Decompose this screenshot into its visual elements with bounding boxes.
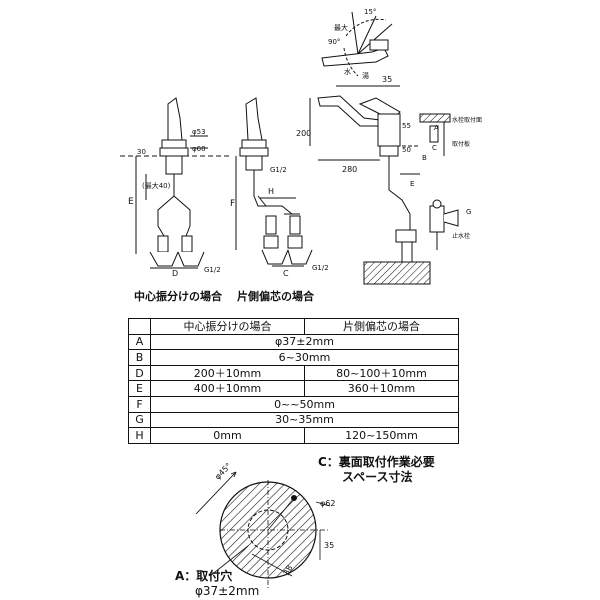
dim-55: 55 bbox=[402, 122, 411, 130]
spec-row-h: H 0mm 120~150mm bbox=[128, 427, 459, 444]
handle-max-label: 最大 bbox=[334, 23, 348, 32]
spec-value-offset: 360＋10mm bbox=[304, 380, 459, 397]
thread-mid: G1/2 bbox=[270, 166, 287, 174]
caption-center: 中心振分けの場合 bbox=[134, 290, 222, 303]
handle-angle-15: 15° bbox=[364, 8, 376, 16]
thread-bottom-right: G1/2 bbox=[312, 264, 329, 272]
spec-value-center: 200＋10mm bbox=[150, 364, 305, 382]
spec-row-d: D 200＋10mm 80~100＋10mm bbox=[128, 364, 459, 382]
note-c-line1: C：裏面取付作業必要 bbox=[318, 455, 435, 469]
center-elevation bbox=[120, 97, 230, 269]
dim-35: 35 bbox=[382, 75, 392, 84]
spec-row-f: F 0~~50mm bbox=[128, 395, 459, 413]
dim-30: 30 bbox=[137, 148, 146, 156]
label-stop: 止水栓 bbox=[452, 232, 470, 240]
label-d: D bbox=[172, 269, 178, 278]
mounting-hole-plan: φ45° φ62 35 38 bbox=[195, 461, 335, 588]
label-cabinet: 水栓取付面 bbox=[452, 116, 482, 124]
spec-key: H bbox=[128, 427, 151, 444]
spec-header-offset: 片側偏芯の場合 bbox=[304, 318, 459, 335]
offset-elevation bbox=[235, 97, 313, 267]
spec-key: B bbox=[128, 349, 151, 366]
handle-water-label: 水 bbox=[344, 67, 351, 76]
spec-row-e: E 400＋10mm 360＋10mm bbox=[128, 380, 459, 397]
label-e2: E bbox=[410, 180, 414, 188]
spec-key: A bbox=[128, 333, 151, 351]
label-c: C bbox=[283, 269, 289, 278]
dim-max40: (最大40) bbox=[142, 181, 171, 190]
handle-hot-label: 湯 bbox=[362, 71, 369, 80]
note-a-line1: A：取付穴 bbox=[175, 569, 233, 583]
spec-value: 6~30mm bbox=[150, 349, 459, 366]
spec-table: 中心振分けの場合 片側偏芯の場合 A φ37±2mm B 6~30mm D 20… bbox=[128, 318, 459, 444]
caption-offset: 片側偏芯の場合 bbox=[237, 290, 314, 303]
label-h: H bbox=[268, 187, 274, 196]
spec-header-blank bbox=[128, 318, 151, 335]
spec-value-offset: 120~150mm bbox=[304, 427, 459, 444]
handle-rotation-view bbox=[321, 11, 393, 77]
spec-key: F bbox=[128, 395, 151, 413]
label-a: A bbox=[434, 124, 439, 132]
spec-header-center: 中心振分けの場合 bbox=[150, 318, 305, 335]
spec-key: G bbox=[128, 411, 151, 429]
spec-row-g: G 30~35mm bbox=[128, 411, 459, 429]
label-c2: C bbox=[432, 144, 437, 152]
spec-key: E bbox=[128, 380, 151, 397]
handle-angle-90: 90° bbox=[328, 38, 340, 46]
side-view bbox=[309, 85, 459, 285]
plan-dim-62: φ62 bbox=[320, 499, 335, 508]
dim-50: 50 bbox=[402, 146, 411, 154]
label-g: G bbox=[466, 208, 471, 216]
spec-value: 0~~50mm bbox=[150, 395, 459, 413]
spec-value-center: 0mm bbox=[150, 427, 305, 444]
note-c: C：裏面取付作業必要 スペース寸法 bbox=[318, 455, 435, 485]
note-a: A：取付穴 φ37±2mm bbox=[175, 569, 259, 599]
dim-phi53: φ53 bbox=[192, 128, 206, 136]
label-e: E bbox=[128, 197, 134, 207]
thread-bottom-left: G1/2 bbox=[204, 266, 221, 274]
spec-value-offset: 80~100＋10mm bbox=[304, 364, 459, 382]
spec-row-b: B 6~30mm bbox=[128, 349, 459, 366]
label-f: F bbox=[230, 199, 235, 209]
dim-phi60: φ60 bbox=[192, 145, 206, 153]
installation-drawing: 最大 15° 90° 水 湯 φ53 φ60 30 (最大40) E D G1/… bbox=[120, 8, 482, 285]
label-b: B bbox=[422, 154, 427, 162]
spec-row-a: A φ37±2mm bbox=[128, 333, 459, 351]
spec-value-center: 400＋10mm bbox=[150, 380, 305, 397]
spec-key: D bbox=[128, 364, 151, 382]
note-a-line2: φ37±2mm bbox=[195, 584, 260, 598]
note-c-line2: スペース寸法 bbox=[342, 470, 413, 484]
plan-dim-35: 35 bbox=[324, 541, 334, 550]
dim-200: 200 bbox=[296, 129, 311, 138]
plan-dim-38: 38 bbox=[282, 564, 295, 577]
spec-value: φ37±2mm bbox=[150, 333, 459, 351]
spec-header-row: 中心振分けの場合 片側偏芯の場合 bbox=[128, 318, 459, 335]
dim-280: 280 bbox=[342, 165, 357, 174]
label-counter: 取付板 bbox=[452, 140, 470, 148]
spec-value: 30~35mm bbox=[150, 411, 459, 429]
